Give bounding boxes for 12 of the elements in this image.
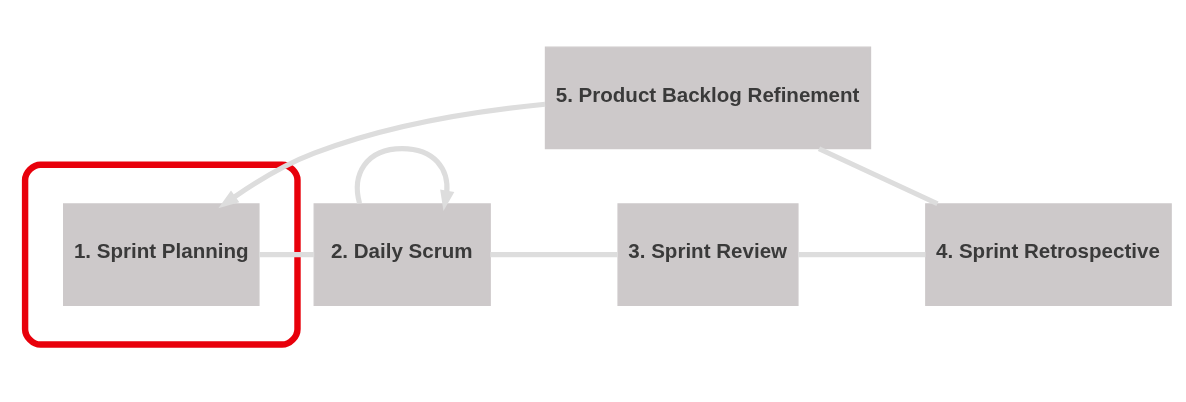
cluster [21,161,301,348]
node-box: 2. Daily Scrum [313,203,491,307]
connector [259,252,315,258]
arrow [218,101,546,209]
connector [798,252,926,258]
node-box: 4. Sprint Retrospective [925,203,1172,307]
arrow [354,146,455,212]
node-box: 5. Product Backlog Refinement [544,46,872,150]
connector [817,146,939,207]
node-box: 3. Sprint Review [617,203,799,307]
node-box: 1. Sprint Planning [63,203,260,307]
connector [490,252,618,258]
